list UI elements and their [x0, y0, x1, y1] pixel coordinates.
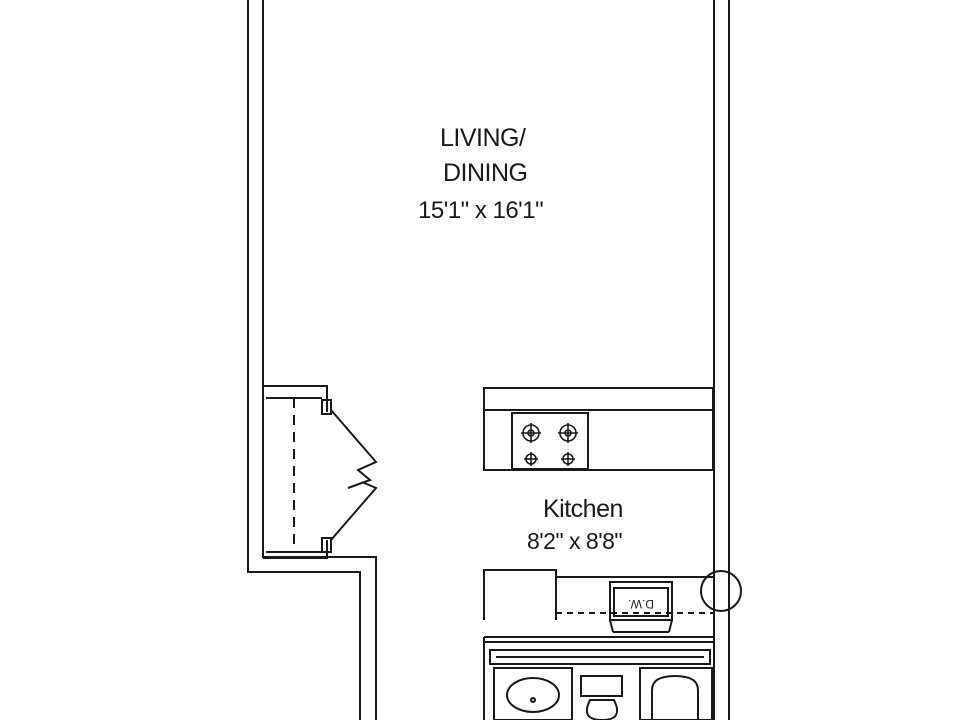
dishwasher-label: D.W.: [628, 597, 654, 611]
cooktop-burners: [521, 423, 578, 466]
kitchen-label: Kitchen: [543, 495, 623, 523]
kitchen-counter-lower: [483, 569, 742, 633]
closet: [263, 385, 378, 559]
living-dining-label-line1: LIVING/: [440, 124, 526, 152]
kitchen-counter-upper: [483, 387, 714, 471]
bathroom: [483, 636, 713, 720]
kitchen-dimensions: 8'2" x 8'8": [527, 528, 623, 554]
living-dining-label-line2: DINING: [443, 159, 528, 187]
pipe-chase-circle: [700, 570, 742, 612]
left-outer-wall: [247, 0, 361, 720]
living-dining-dimensions: 15'1" x 16'1": [418, 197, 544, 224]
